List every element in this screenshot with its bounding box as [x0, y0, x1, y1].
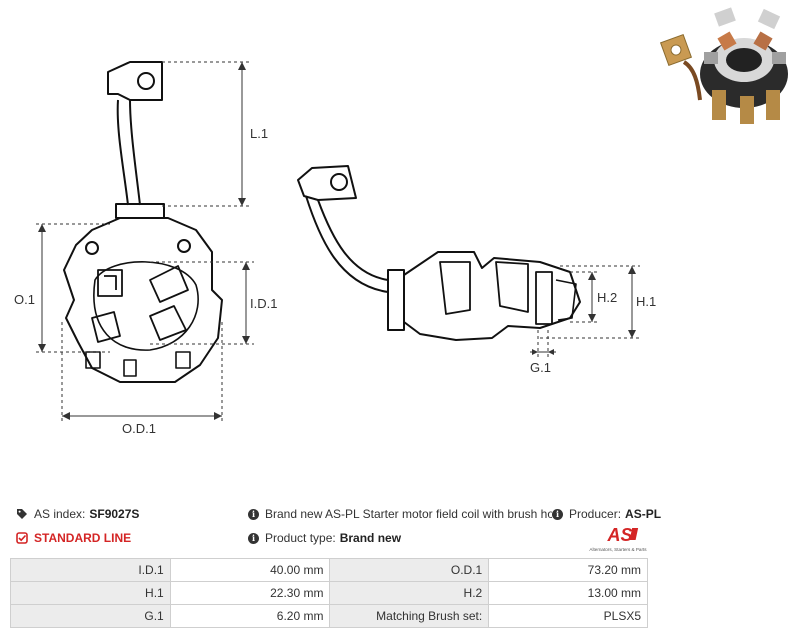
table-row: H.1 22.30 mm H.2 13.00 mm	[10, 581, 648, 605]
technical-drawing: L.1 O.1 I.D.1 O.D.1 H.1 H.2 G.1	[14, 61, 656, 436]
specs-table: I.D.1 40.00 mm O.D.1 73.20 mm H.1 22.30 …	[10, 558, 648, 628]
spec-value: 73.20 mm	[488, 558, 648, 582]
logo-tagline: Alternators, Starters & Parts	[589, 547, 647, 552]
description-row: i Brand new AS-PL Starter motor field co…	[248, 507, 570, 521]
terminal-hole-side	[330, 173, 348, 191]
spec-label: O.D.1	[329, 558, 490, 582]
product-type-row: i Product type: Brand new	[248, 531, 401, 545]
standard-line-label: STANDARD LINE	[34, 531, 132, 545]
lead-wire-front	[116, 99, 141, 206]
table-row: G.1 6.20 mm Matching Brush set: PLSX5	[10, 604, 648, 628]
dim-label-h2: H.2	[597, 290, 617, 305]
spec-value: 6.20 mm	[169, 604, 331, 628]
side-plate	[387, 269, 405, 331]
spec-value: 22.30 mm	[169, 581, 331, 605]
inner-ring	[93, 261, 199, 351]
product-description: Brand new AS-PL Starter motor field coil…	[265, 507, 571, 521]
logo-mark: AS	[606, 525, 632, 545]
spec-label: H.2	[329, 581, 490, 605]
terminal-hole-front	[137, 72, 155, 90]
side-holder-left	[439, 261, 471, 315]
brush-holder-1	[97, 269, 123, 297]
brush-holder-4	[149, 305, 187, 341]
brush-holder-2	[149, 265, 189, 303]
dim-label-g1: G.1	[530, 360, 551, 375]
side-holder-mid	[495, 261, 529, 313]
dim-label-id1: I.D.1	[250, 296, 277, 311]
dim-label-o1: O.1	[14, 292, 35, 307]
as-index-value: SF9027S	[89, 507, 140, 521]
terminal-lug-side	[297, 165, 357, 201]
spec-value: 13.00 mm	[488, 581, 648, 605]
product-type-value: Brand new	[339, 531, 402, 545]
as-pl-logo: AS Alternators, Starters & Parts	[586, 524, 650, 554]
side-body	[403, 251, 581, 341]
spec-label: I.D.1	[10, 558, 171, 582]
mount-hole-right	[177, 239, 191, 253]
dim-label-h1: H.1	[636, 294, 656, 309]
as-index-row: AS index: SF9027S	[16, 507, 139, 521]
outer-tabs	[85, 351, 191, 377]
product-type-label: Product type:	[265, 531, 336, 545]
spec-label: G.1	[10, 604, 171, 628]
spec-value: PLSX5	[488, 604, 648, 628]
product-photo	[660, 7, 788, 124]
brush-plate-outline	[63, 217, 223, 383]
lead-wire-side	[305, 195, 389, 293]
wire-clamp	[115, 203, 165, 219]
info-icon: i	[248, 508, 259, 520]
producer-row: i Producer: AS-PL	[552, 507, 662, 521]
spec-label: Matching Brush set:	[329, 604, 490, 628]
terminal-lug-front	[107, 61, 163, 101]
spec-label: H.1	[10, 581, 171, 605]
side-holder-right	[535, 271, 553, 325]
dim-label-od1: O.D.1	[122, 421, 156, 436]
table-row: I.D.1 40.00 mm O.D.1 73.20 mm	[10, 558, 648, 582]
standard-line-row: STANDARD LINE	[16, 531, 131, 545]
spec-value: 40.00 mm	[169, 558, 331, 582]
side-spring	[555, 279, 577, 321]
producer-label: Producer:	[569, 507, 622, 521]
brush-holder-3	[91, 311, 121, 343]
dim-label-l1: L.1	[250, 126, 268, 141]
as-index-label: AS index:	[34, 507, 86, 521]
info-icon: i	[552, 508, 563, 520]
check-square-icon	[16, 532, 28, 544]
tag-icon	[17, 509, 27, 519]
mount-hole-left	[85, 241, 99, 255]
producer-value: AS-PL	[625, 507, 662, 521]
info-icon: i	[248, 532, 259, 544]
